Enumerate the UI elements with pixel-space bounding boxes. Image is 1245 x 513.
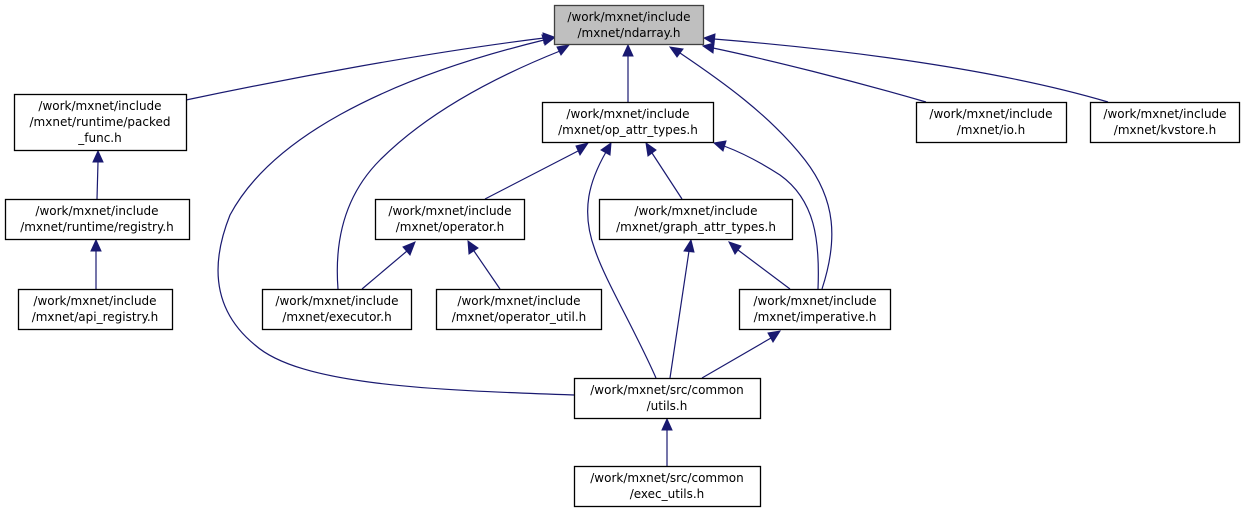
edge-imperative-to-op_attr_types — [712, 140, 819, 290]
node-api_registry[interactable]: /work/mxnet/include /mxnet/api_registry.… — [17, 288, 174, 331]
edge-operator-to-op_attr_types — [484, 142, 590, 200]
node-executor[interactable]: /work/mxnet/include /mxnet/executor.h — [261, 288, 413, 331]
node-packed_func[interactable]: /work/mxnet/include /mxnet/runtime/packe… — [13, 93, 188, 152]
node-label-line: /work/mxnet/src/common — [590, 471, 743, 485]
node-label-line: /work/mxnet/include — [457, 294, 580, 308]
node-label-line: /utils.h — [647, 399, 688, 413]
node-label-line: /work/mxnet/include — [38, 99, 161, 113]
node-label-line: /mxnet/op_attr_types.h — [558, 123, 698, 137]
edge-api_registry-to-registry — [90, 238, 102, 289]
node-utils[interactable]: /work/mxnet/src/common /utils.h — [573, 377, 762, 420]
node-label-line: /work/mxnet/include — [33, 294, 156, 308]
edge-imperative-to-ndarray — [668, 46, 833, 290]
node-kvstore[interactable]: /work/mxnet/include /mxnet/kvstore.h — [1089, 101, 1241, 144]
node-label-line: /mxnet/api_registry.h — [32, 310, 159, 324]
edge-packed_func-to-ndarray — [185, 32, 556, 101]
edge-graph_attr_types-to-op_attr_types — [645, 141, 683, 200]
node-label-line: /mxnet/kvstore.h — [1114, 123, 1216, 137]
node-label-line: /mxnet/runtime/registry.h — [20, 220, 174, 234]
node-label-line: /mxnet/operator.h — [396, 220, 505, 234]
edge-exec_utils-to-utils — [661, 417, 673, 466]
node-label-line: /work/mxnet/include — [929, 107, 1052, 121]
node-label-line: /mxnet/imperative.h — [754, 310, 877, 324]
node-operator_util[interactable]: /work/mxnet/include /mxnet/operator_util… — [435, 288, 603, 331]
edge-imperative-to-graph_attr_types — [728, 241, 791, 290]
node-label-line: /work/mxnet/include — [567, 10, 690, 24]
node-label-line: /mxnet/graph_attr_types.h — [616, 220, 776, 234]
edge-utils-to-graph_attr_types — [669, 238, 695, 379]
edge-utils-to-imperative — [701, 330, 782, 379]
edge-registry-to-packed_func — [92, 149, 104, 200]
node-label-line: /work/mxnet/include — [566, 107, 689, 121]
edge-executor-to-ndarray — [336, 44, 571, 290]
edge-kvstore-to-ndarray — [702, 33, 1109, 103]
node-ndarray[interactable]: /work/mxnet/include /mxnet/ndarray.h — [553, 4, 705, 46]
edge-utils-to-ndarray — [217, 34, 575, 396]
node-label-line: /work/mxnet/include — [1103, 107, 1226, 121]
node-registry[interactable]: /work/mxnet/include /mxnet/runtime/regis… — [4, 198, 191, 241]
edge-executor-to-operator — [361, 241, 416, 290]
node-label-line: /exec_utils.h — [630, 487, 705, 501]
node-operator[interactable]: /work/mxnet/include /mxnet/operator.h — [374, 198, 526, 241]
node-label-line: /mxnet/runtime/packed — [30, 115, 171, 129]
node-label-line: /mxnet/executor.h — [282, 310, 391, 324]
edge-io-to-ndarray — [701, 42, 927, 103]
edge-op_attr_types-to-ndarray — [622, 43, 634, 102]
edge-operator_util-to-operator — [467, 239, 501, 290]
edge-utils-to-op_attr_types — [587, 141, 657, 379]
node-label-line: /work/mxnet/include — [634, 204, 757, 218]
node-label-line: /work/mxnet/include — [35, 204, 158, 218]
node-label-line: /work/mxnet/include — [388, 204, 511, 218]
node-exec_utils[interactable]: /work/mxnet/src/common /exec_utils.h — [573, 465, 762, 508]
node-label-line: /mxnet/ndarray.h — [578, 26, 681, 40]
node-io[interactable]: /work/mxnet/include /mxnet/io.h — [915, 101, 1068, 144]
node-op_attr_types[interactable]: /work/mxnet/include /mxnet/op_attr_types… — [541, 101, 715, 144]
node-graph_attr_types[interactable]: /work/mxnet/include /mxnet/graph_attr_ty… — [598, 198, 794, 241]
node-imperative[interactable]: /work/mxnet/include /mxnet/imperative.h — [738, 288, 892, 331]
node-label-line: /mxnet/operator_util.h — [452, 310, 587, 324]
node-label-line: /work/mxnet/include — [275, 294, 398, 308]
node-label-line: _func.h — [77, 131, 121, 145]
node-label-line: /work/mxnet/include — [753, 294, 876, 308]
node-label-line: /work/mxnet/src/common — [590, 383, 743, 397]
node-label-line: /mxnet/io.h — [957, 123, 1025, 137]
